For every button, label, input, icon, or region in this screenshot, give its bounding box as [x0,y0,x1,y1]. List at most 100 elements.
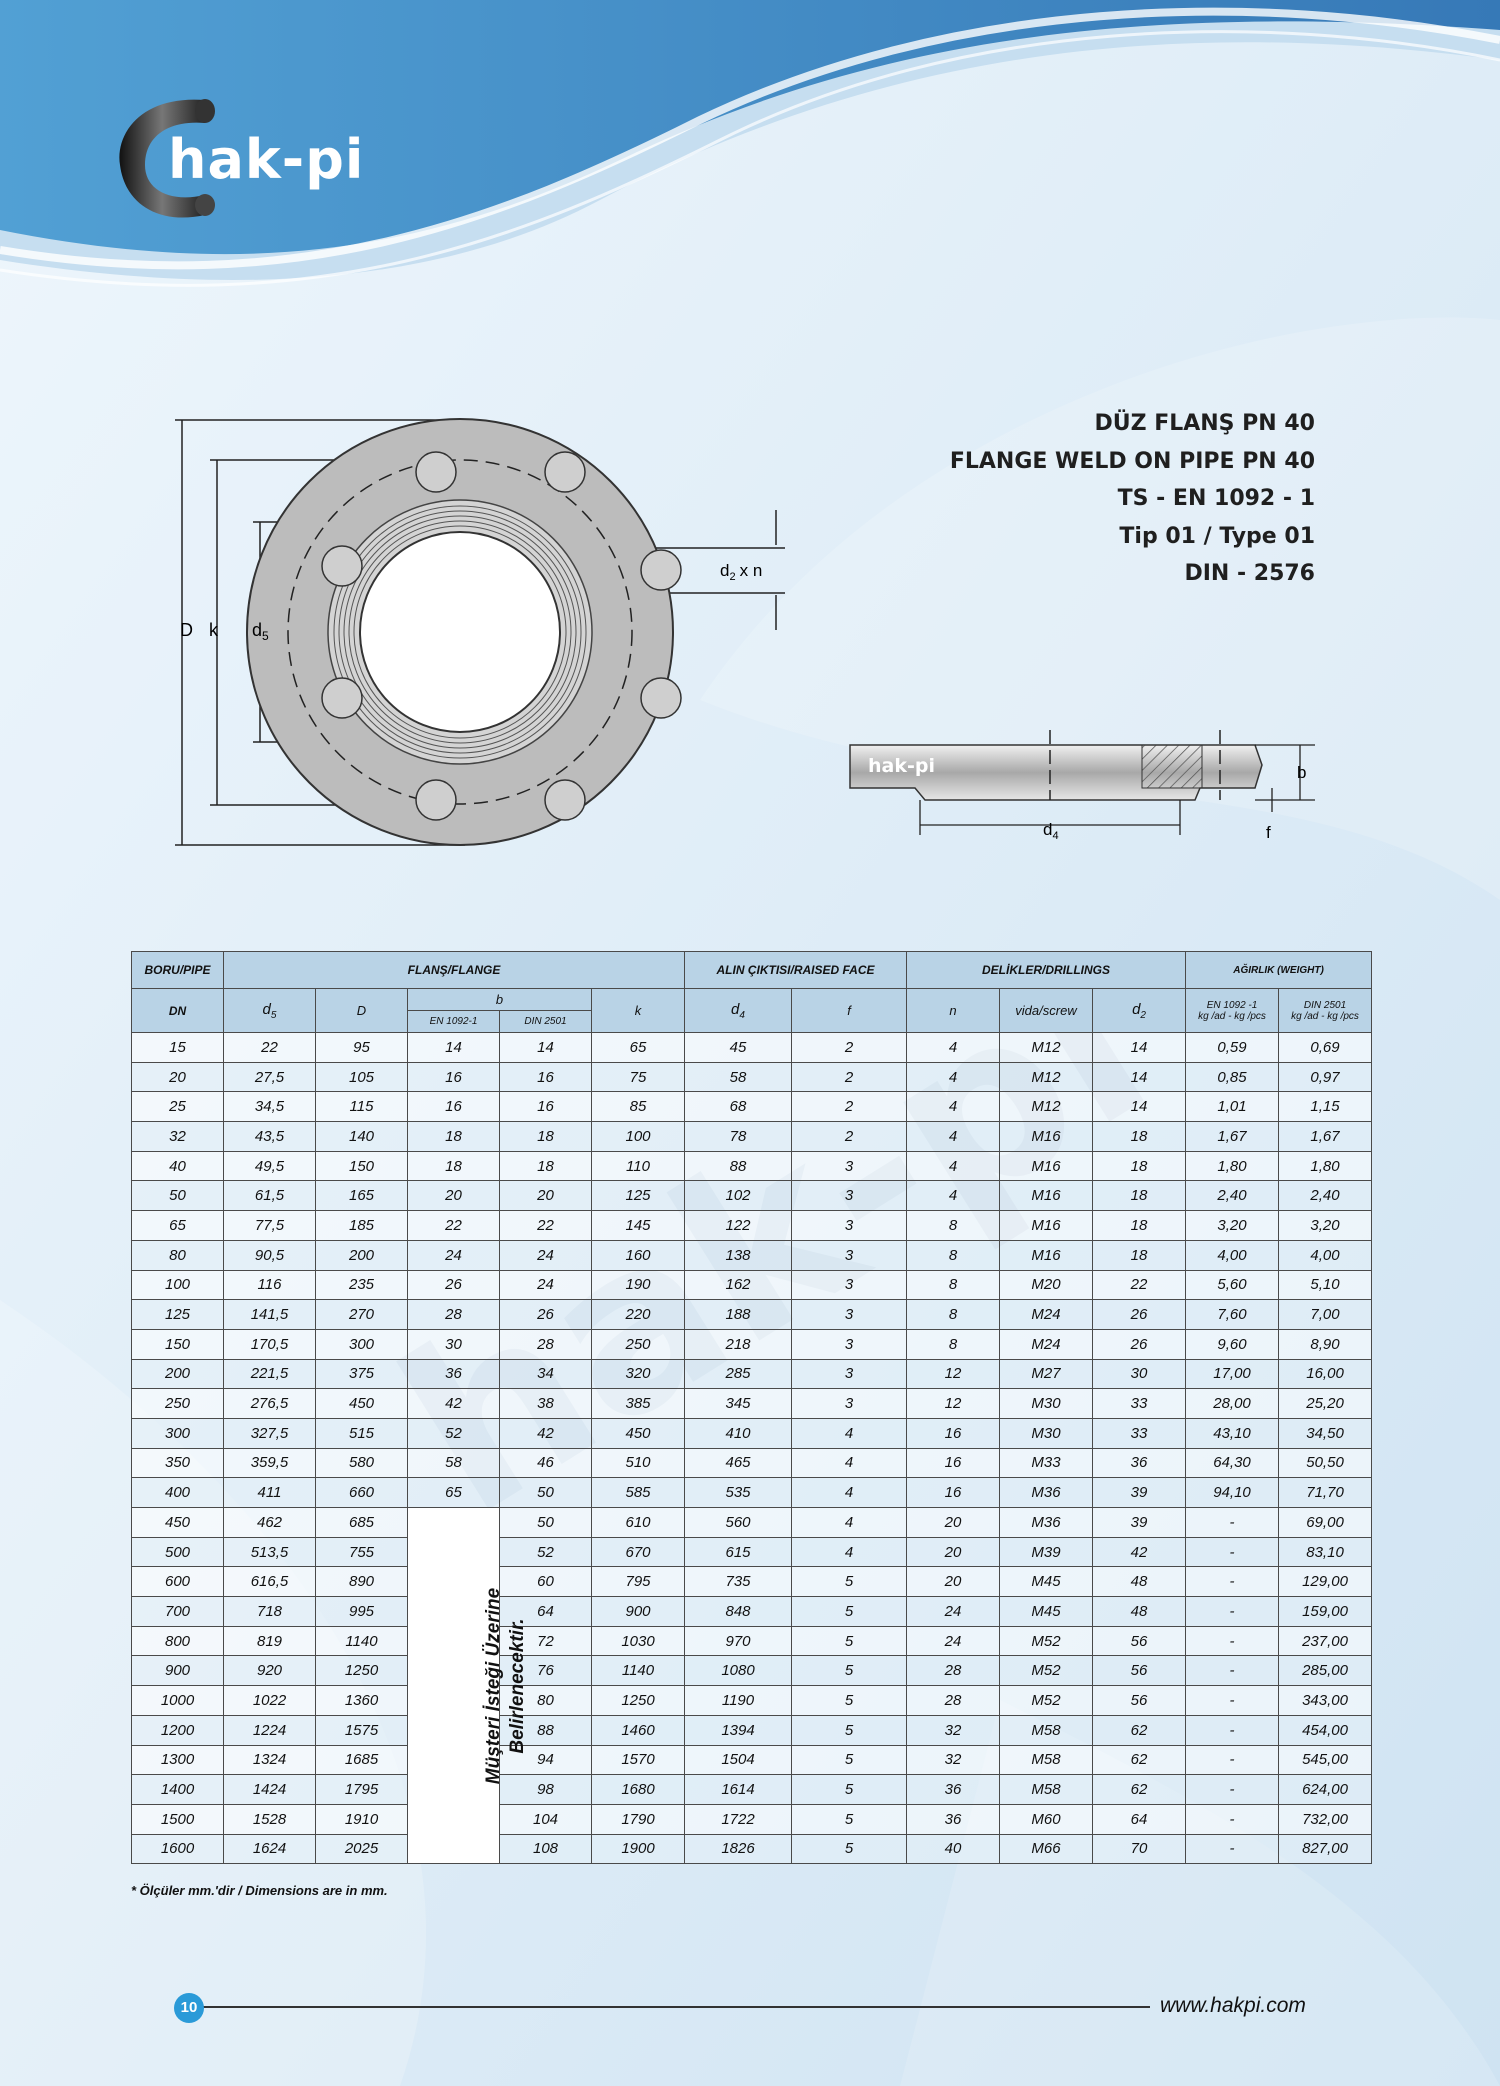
table-cell: 115 [315,1091,408,1123]
table-cell: 150 [131,1328,224,1360]
table-cell: 827,00 [1278,1833,1373,1865]
table-cell: 4 [790,1417,908,1449]
table-cell: 3,20 [1185,1210,1280,1241]
table-cell: 36 [407,1358,500,1390]
table-cell: 26 [407,1269,500,1301]
table-cell: 8,90 [1278,1328,1373,1360]
header-weight: AĞIRLIK (WEIGHT) [1185,951,1373,989]
table-cell: - [1185,1536,1280,1568]
side-logo: hak-pi [868,755,935,777]
footer-line [200,2006,1150,2008]
table-cell: 18 [499,1150,592,1182]
table-cell: 1504 [684,1744,792,1776]
table-cell: - [1185,1655,1280,1687]
table-cell: 300 [131,1417,224,1449]
table-cell: 1140 [315,1625,408,1657]
table-cell: 1200 [131,1714,224,1746]
table-cell: M33 [999,1447,1094,1479]
footer-url[interactable]: www.hakpi.com [1160,1994,1306,2017]
table-cell: 2,40 [1278,1180,1373,1212]
table-cell: 235 [315,1269,408,1301]
col-k: k [591,988,685,1033]
table-cell: 62 [1092,1744,1187,1776]
table-cell: 50,50 [1278,1447,1373,1479]
table-cell: 14 [407,1032,500,1063]
table-cell: 45 [684,1032,792,1063]
table-cell: 285 [684,1358,792,1390]
table-cell: M45 [999,1596,1094,1627]
col-screw: vida/screw [999,988,1094,1033]
table-cell: 16 [906,1417,1001,1449]
table-cell: 80 [499,1685,592,1716]
table-cell: 220 [591,1299,685,1330]
hakpi-logo [119,99,215,218]
table-cell: 585 [591,1477,685,1508]
table-cell: M16 [999,1239,1094,1271]
table-cell: M12 [999,1091,1094,1123]
table-cell: 185 [315,1210,408,1241]
table-cell: 28 [906,1655,1001,1687]
table-cell: 138 [684,1239,792,1271]
table-cell: 3 [790,1239,908,1271]
table-cell: 16 [407,1091,500,1123]
table-cell: 1300 [131,1744,224,1776]
table-cell: 4 [906,1121,1001,1152]
table-cell: 36 [1092,1447,1187,1479]
table-cell: 2 [790,1091,908,1123]
table-cell: 162 [684,1269,792,1301]
table-cell: 4 [906,1032,1001,1063]
table-cell: 62 [1092,1774,1187,1805]
title-line: FLANGE WELD ON PIPE PN 40 [949,448,1315,474]
table-cell: M36 [999,1477,1094,1508]
table-cell: 188 [684,1299,792,1330]
table-cell: 78 [684,1121,792,1152]
table-cell: 39 [1092,1507,1187,1538]
table-cell: 28 [499,1328,592,1360]
table-cell: 2 [790,1121,908,1152]
table-cell: 5 [790,1833,908,1865]
table-cell: 735 [684,1566,792,1598]
label-D: D [180,620,193,640]
table-cell: 49,5 [223,1150,316,1182]
table-cell: 732,00 [1278,1803,1373,1835]
table-cell: 465 [684,1447,792,1479]
table-cell: 4 [790,1536,908,1568]
table-cell: M36 [999,1507,1094,1538]
table-cell: 68 [684,1091,792,1123]
title-line: DÜZ FLANŞ PN 40 [1094,411,1315,436]
table-cell: 2 [790,1061,908,1093]
table-cell: 141,5 [223,1299,316,1330]
table-cell: 22 [499,1210,592,1241]
table-cell: 3 [790,1388,908,1419]
table-cell: 32 [131,1121,224,1152]
table-cell: M58 [999,1774,1094,1805]
table-cell: 1,15 [1278,1091,1373,1123]
table-cell: 5,10 [1278,1269,1373,1301]
table-cell: 65 [131,1210,224,1241]
label-b: b [1297,763,1306,782]
table-cell: 7,60 [1185,1299,1280,1330]
table-cell: M52 [999,1685,1094,1716]
table-cell: 3 [790,1358,908,1390]
table-cell: 285,00 [1278,1655,1373,1687]
table-cell: 48 [1092,1596,1187,1627]
table-cell: 20 [906,1536,1001,1568]
table-cell: 16,00 [1278,1358,1373,1390]
table-cell: 1900 [591,1833,685,1865]
flange-side-view: b f d4 hak-pi [849,730,1315,842]
table-cell: 18 [407,1121,500,1152]
table-cell: 116 [223,1269,316,1301]
header-pipe: BORU/PIPE [131,951,224,989]
table-cell: 85 [591,1091,685,1123]
table-cell: 18 [499,1121,592,1152]
table-cell: 327,5 [223,1417,316,1449]
table-cell: 1,67 [1185,1121,1280,1152]
